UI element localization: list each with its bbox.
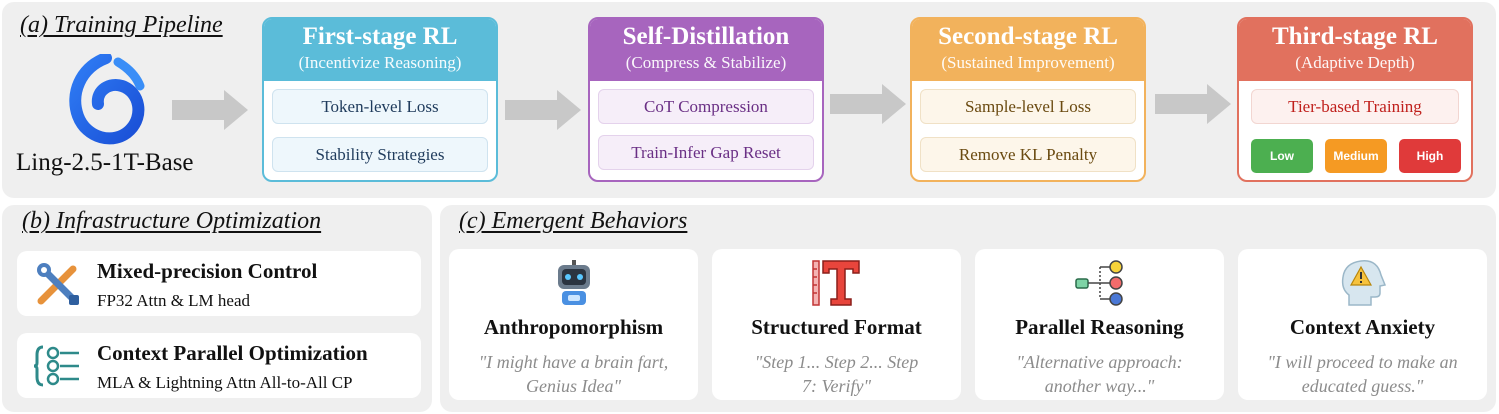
ling-logo-icon: [69, 54, 145, 145]
infrastructure-title: (b) Infrastructure Optimization: [22, 208, 322, 234]
arrow-icon: [172, 90, 248, 130]
infra-card-context-parallel: Context Parallel Optimization MLA & Ligh…: [17, 333, 421, 398]
stage-item: Tier-based Training: [1251, 89, 1459, 124]
stage-header: First-stage RL (Incentivize Reasoning): [264, 19, 496, 81]
stage-first-rl: First-stage RL (Incentivize Reasoning) T…: [262, 17, 498, 182]
stage-item: Sample-level Loss: [920, 89, 1136, 124]
stage-item: Token-level Loss: [272, 89, 488, 124]
infra-title: Context Parallel Optimization: [97, 341, 368, 365]
infra-subtitle: MLA & Lightning Attn All-to-All CP: [97, 373, 353, 392]
tier-low-badge: Low: [1251, 139, 1313, 173]
infra-subtitle: FP32 Attn & LM head: [97, 291, 251, 310]
behavior-quote-line2: 7: Verify": [801, 376, 872, 396]
arrow-icon: [1155, 84, 1231, 124]
behavior-quote-line1: "Step 1... Step 2... Step: [754, 352, 919, 372]
behavior-title: Parallel Reasoning: [1015, 315, 1184, 339]
typography-icon: [812, 260, 860, 306]
emergent-behaviors-title: (c) Emergent Behaviors: [459, 208, 688, 234]
behavior-card-anthropomorphism: Anthropomorphism "I might have a brain f…: [449, 249, 698, 400]
stage-item: CoT Compression: [598, 89, 814, 124]
stage-title: Self-Distillation: [622, 23, 790, 50]
stage-subtitle: (Compress & Stabilize): [625, 53, 787, 72]
anxious-head-icon: [1341, 260, 1387, 306]
infra-card-mixed-precision: Mixed-precision Control FP32 Attn & LM h…: [17, 251, 421, 316]
behavior-card-structured-format: Structured Format "Step 1... Step 2... S…: [712, 249, 961, 400]
stage-title: First-stage RL: [302, 23, 458, 50]
stage-item: Stability Strategies: [272, 137, 488, 172]
behavior-card-context-anxiety: Context Anxiety "I will proceed to make …: [1238, 249, 1487, 400]
behavior-quote-line2: Genius Idea": [525, 376, 622, 396]
stage-title: Second-stage RL: [938, 23, 1118, 50]
stage-header: Self-Distillation (Compress & Stabilize): [590, 19, 822, 81]
branching-icon: [1075, 260, 1123, 306]
stage-third-rl: Third-stage RL (Adaptive Depth) Tier-bas…: [1237, 17, 1473, 182]
behavior-quote-line2: educated guess.": [1301, 376, 1424, 396]
robot-icon: [558, 260, 590, 305]
stage-subtitle: (Sustained Improvement): [941, 53, 1115, 72]
behavior-quote-line1: "I might have a brain fart,: [478, 352, 669, 372]
behavior-title: Context Anxiety: [1289, 315, 1436, 339]
arrow-icon: [830, 84, 906, 124]
behavior-title: Structured Format: [751, 315, 922, 339]
behavior-title: Anthropomorphism: [483, 315, 664, 339]
gear-network-icon: [33, 345, 79, 387]
training-pipeline-title: (a) Training Pipeline: [20, 12, 223, 38]
stage-subtitle: (Adaptive Depth): [1295, 53, 1415, 72]
infra-title: Mixed-precision Control: [97, 259, 318, 283]
behavior-quote-line1: "Alternative approach:: [1016, 352, 1183, 372]
stage-title: Third-stage RL: [1272, 23, 1438, 50]
tier-high-badge: High: [1399, 139, 1461, 173]
stage-header: Third-stage RL (Adaptive Depth): [1239, 19, 1471, 81]
stage-header: Second-stage RL (Sustained Improvement): [912, 19, 1144, 81]
behavior-card-parallel-reasoning: Parallel Reasoning "Alternative approach…: [975, 249, 1224, 400]
stage-subtitle: (Incentivize Reasoning): [298, 53, 462, 72]
arrow-icon: [505, 90, 581, 130]
behavior-quote-line1: "I will proceed to make an: [1267, 352, 1458, 372]
stage-item: Remove KL Penalty: [920, 137, 1136, 172]
tier-medium-badge: Medium: [1325, 139, 1387, 173]
stage-second-rl: Second-stage RL (Sustained Improvement) …: [910, 17, 1146, 182]
base-model-label: Ling-2.5-1T-Base: [16, 149, 194, 176]
stage-item: Train-Infer Gap Reset: [598, 135, 814, 170]
wrench-screwdriver-icon: [37, 263, 79, 305]
behavior-quote-line2: another way...": [1044, 376, 1155, 396]
stage-self-distillation: Self-Distillation (Compress & Stabilize)…: [588, 17, 824, 182]
